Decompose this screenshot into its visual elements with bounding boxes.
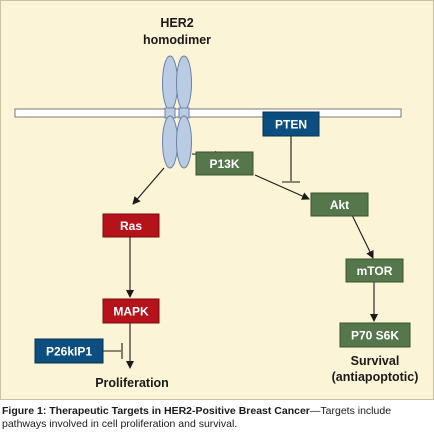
node-mapk-label: MAPK (113, 305, 149, 319)
cell-membrane (14, 108, 402, 118)
node-p26kip1-label: P26kIP1 (46, 345, 92, 359)
outcome-proliferation: Proliferation (95, 376, 169, 390)
receptor-intracellular-left (162, 115, 178, 169)
her2-homodimer-receptor (162, 55, 192, 169)
node-akt-label: Akt (330, 198, 349, 212)
node-p13k: P13K (195, 151, 254, 176)
node-akt: Akt (310, 192, 369, 217)
figure-caption: Figure 1: Therapeutic Targets in HER2-Po… (2, 405, 432, 431)
node-p70s6k-label: P70 S6K (351, 329, 399, 343)
node-pten-label: PTEN (275, 118, 307, 132)
node-mtor: mTOR (345, 258, 404, 283)
node-p13k-label: P13K (209, 157, 239, 171)
node-ras-label: Ras (120, 219, 142, 233)
outcome-survival-line2: (antiapoptotic) (332, 370, 419, 384)
node-p70s6k: P70 S6K (339, 322, 411, 348)
pathway-diagram: HER2 homodimer (14, 16, 419, 390)
node-ras: Ras (102, 213, 160, 238)
receptor-extracellular-left (162, 55, 178, 111)
receptor-title-line2: homodimer (143, 33, 211, 47)
figure-caption-text: —Targets include pathways involved in ce… (2, 405, 392, 430)
diagram-frame: HER2 homodimer (0, 0, 434, 400)
node-mapk: MAPK (102, 298, 160, 324)
node-p26kip1: P26kIP1 (34, 338, 104, 364)
arrow-receptor-to-ras (132, 167, 165, 205)
receptor-intracellular-right (176, 115, 192, 169)
figure-caption-label: Figure 1: Therapeutic Targets in HER2-Po… (2, 405, 310, 417)
receptor-extracellular-right (176, 55, 192, 111)
arrow-akt-to-mtor (351, 214, 374, 259)
arrow-p13k-to-akt (254, 174, 310, 200)
outcome-survival-line1: Survival (351, 354, 400, 368)
node-mtor-label: mTOR (357, 264, 393, 278)
receptor-title-line1: HER2 (160, 16, 193, 30)
node-pten: PTEN (262, 111, 320, 137)
